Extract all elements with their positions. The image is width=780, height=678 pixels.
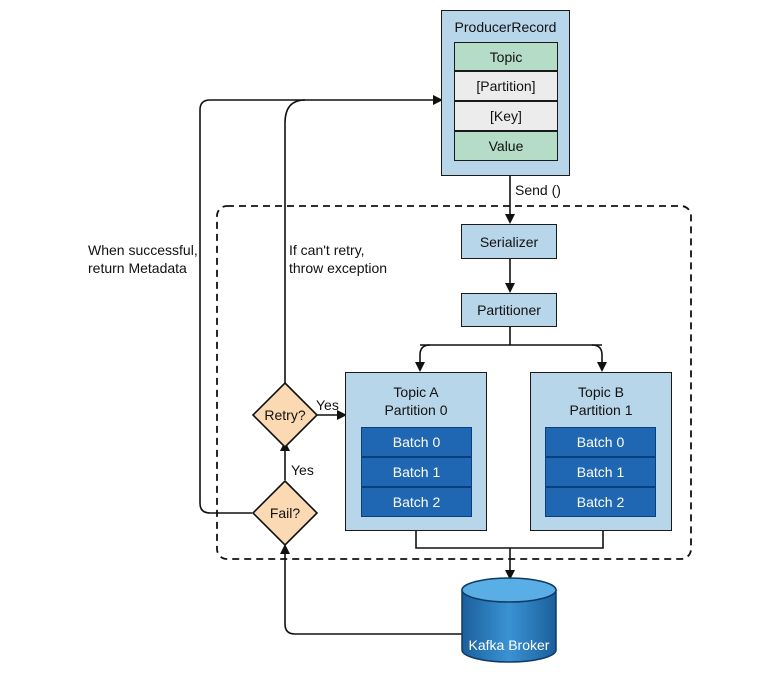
- success-return-line: [199, 95, 443, 514]
- fail-label: Fail?: [269, 505, 301, 521]
- exception-return-line: [284, 99, 306, 386]
- partition-b-partition: Partition 1: [569, 402, 633, 418]
- kafka-broker-cylinder: [461, 577, 557, 663]
- fanout-right-arrow: [591, 344, 607, 372]
- partition-a-batch-0: Batch 0: [361, 427, 472, 457]
- fanout-left-arrow: [415, 344, 431, 372]
- partitions-join: [415, 531, 604, 549]
- partition-a-batch-1: Batch 1: [361, 457, 472, 487]
- partition-b-batch-1: Batch 1: [545, 457, 656, 487]
- fail-yes-label: Yes: [291, 462, 314, 478]
- producer-boundary: [216, 205, 692, 560]
- producer-record-title: ProducerRecord: [454, 19, 557, 35]
- partitioner-fanout: [420, 327, 602, 346]
- exception-label-line1: If can't retry,: [289, 242, 365, 258]
- field-partition: [Partition]: [454, 71, 558, 101]
- partitioner-box: Partitioner: [461, 293, 557, 327]
- retry-yes-label: Yes: [316, 397, 339, 413]
- retry-label: Retry?: [264, 407, 306, 423]
- success-label-line2: return Metadata: [88, 260, 187, 276]
- partition-a-partition: Partition 0: [384, 402, 448, 418]
- broker-to-fail-arrow: [280, 544, 462, 635]
- partition-b-topic: Topic B: [578, 384, 624, 400]
- partition-b-batch-0: Batch 0: [545, 427, 656, 457]
- field-value: Value: [454, 131, 558, 161]
- field-key: [Key]: [454, 101, 558, 131]
- success-label-line1: When successful,: [88, 242, 198, 258]
- partition-a-batch-2: Batch 2: [361, 487, 472, 517]
- send-label: Send (): [515, 182, 561, 198]
- partition-a-topic: Topic A: [393, 384, 439, 400]
- retry-diamond: [251, 381, 319, 449]
- exception-label-line2: throw exception: [289, 260, 388, 276]
- kafka-broker-label: Kafka Broker: [468, 637, 550, 653]
- partition-b-batch-2: Batch 2: [545, 487, 656, 517]
- serializer-box: Serializer: [461, 224, 557, 259]
- field-topic: Topic: [454, 42, 558, 71]
- fail-diamond: [251, 479, 319, 547]
